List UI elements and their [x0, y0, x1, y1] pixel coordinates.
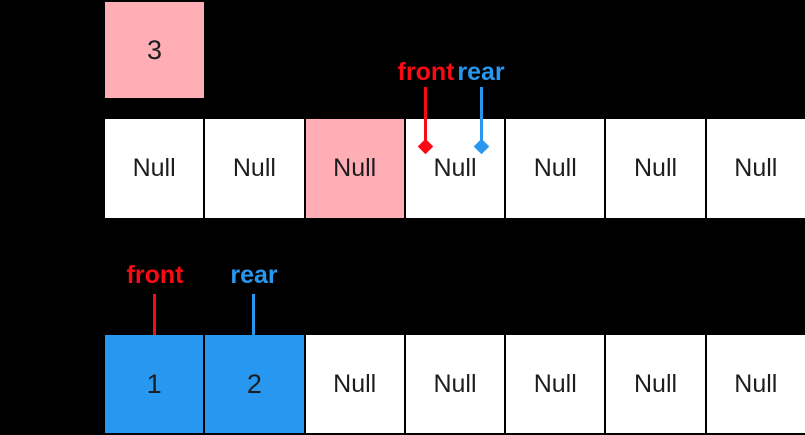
queue-array-before: 1 2 Null Null Null Null Null [105, 335, 805, 433]
before-cell-4-value: Null [533, 369, 577, 398]
after-cell-2: Null [305, 119, 406, 218]
before-cell-0: 1 [105, 335, 206, 433]
after-cell-3-value: Null [433, 154, 477, 182]
before-cell-3-value: Null [433, 369, 477, 398]
before-cell-0-value: 1 [146, 368, 162, 399]
front-pointer-label-before: front [126, 261, 184, 289]
before-cell-5: Null [606, 335, 707, 433]
after-cell-0: Null [105, 119, 206, 218]
after-cell-4-value: Null [533, 154, 577, 182]
after-cell-0-value: Null [132, 154, 176, 182]
before-cell-6: Null [706, 335, 805, 433]
rear-pointer-line-after [480, 87, 483, 141]
rear-pointer-label-before: rear [230, 261, 278, 289]
dequeued-value: 3 [146, 34, 163, 65]
front-pointer-line-after [424, 87, 427, 141]
after-cell-1-value: Null [232, 154, 276, 182]
after-cell-6-value: Null [734, 154, 778, 182]
before-cell-4: Null [506, 335, 607, 433]
after-cell-5: Null [606, 119, 707, 218]
rear-pointer-label-after: rear [457, 58, 505, 86]
dequeued-value-box: 3 [105, 2, 204, 98]
after-cell-2-value: Null [333, 154, 377, 182]
before-cell-1-value: 2 [246, 368, 262, 399]
front-pointer-line-before [153, 294, 156, 345]
after-cell-1: Null [205, 119, 306, 218]
before-cell-5-value: Null [634, 369, 678, 398]
before-cell-1: 2 [205, 335, 306, 433]
after-cell-5-value: Null [634, 154, 678, 182]
queue-array-after: Null Null Null Null Null Null Null [105, 119, 805, 218]
after-cell-3: Null [405, 119, 507, 218]
front-pointer-label-after: front [397, 58, 455, 86]
after-cell-6: Null [706, 119, 805, 218]
before-cell-2-value: Null [333, 369, 377, 398]
before-cell-2: Null [305, 335, 406, 433]
after-cell-4: Null [506, 119, 607, 218]
rear-pointer-line-before [252, 294, 255, 345]
before-cell-3: Null [405, 335, 507, 433]
before-cell-6-value: Null [734, 369, 778, 398]
